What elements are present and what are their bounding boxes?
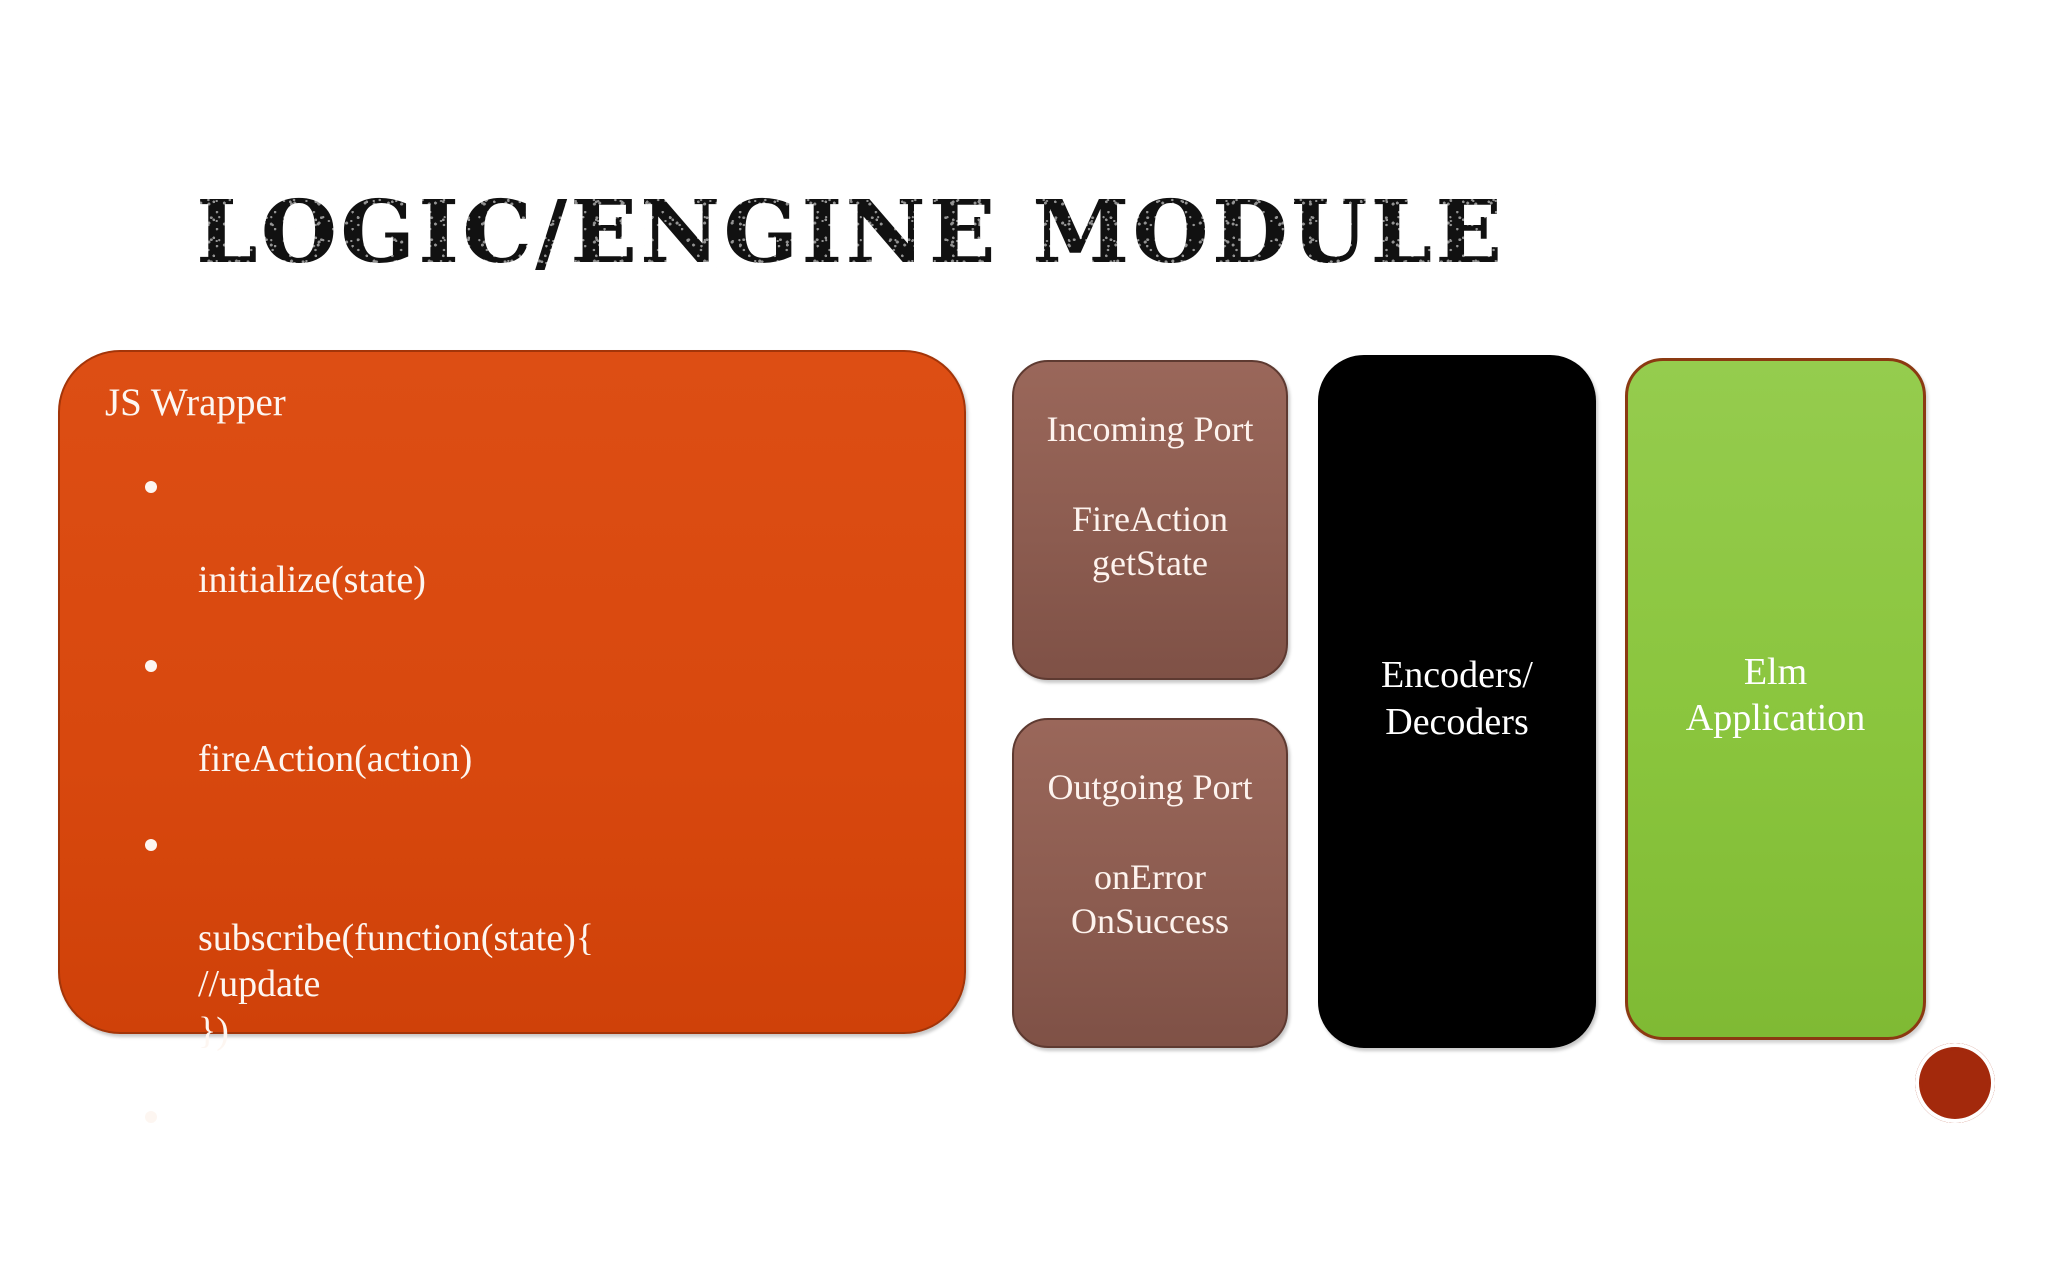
js-wrapper-heading: JS Wrapper (105, 381, 286, 424)
list-item: subscribe(function(state){ //update }) (98, 822, 934, 1054)
incoming-port-methods: FireAction getState (1072, 498, 1228, 583)
bullet-dot-icon (145, 660, 157, 673)
list-item-label: initialize(state) (198, 558, 426, 601)
bullet-dot-icon (145, 481, 157, 493)
js-wrapper-panel: JS Wrapper initialize(state) fireAction(… (58, 350, 966, 1123)
elm-application-label: Elm Application (1685, 650, 1866, 739)
encoders-decoders-label: Encoders/ Decoders (1381, 654, 1533, 743)
outgoing-port-title: Outgoing Port (1047, 767, 1253, 807)
list-item-label: fireAction(action) (198, 737, 473, 780)
outgoing-port-panel: Outgoing Port onError OnSuccess (1012, 718, 1288, 1048)
list-item-label: subscribe(function(state){ //update }) (198, 916, 594, 1052)
incoming-port-panel: Incoming Port FireAction getState (1012, 360, 1288, 680)
js-wrapper-api-list: initialize(state) fireAction(action) sub… (98, 464, 934, 1273)
outgoing-port-methods: onError OnSuccess (1071, 856, 1229, 941)
list-item: fireAction(action) (98, 643, 934, 782)
list-item: initialize(state) (98, 464, 934, 603)
incoming-port-title: Incoming Port (1046, 409, 1254, 449)
bullet-dot-icon (145, 839, 157, 852)
encoders-decoders-panel: Encoders/ Decoders (1318, 355, 1596, 1048)
page-title: Logic/Engine Module (196, 189, 1624, 276)
list-item (98, 1094, 934, 1233)
slide-canvas: Logic/Engine Module JS Wrapper initializ… (58, 189, 1995, 1123)
filled-circle-icon (1915, 1043, 1995, 1123)
bullet-dot-icon (145, 1110, 157, 1123)
elm-application-panel: Elm Application (1625, 358, 1926, 1040)
